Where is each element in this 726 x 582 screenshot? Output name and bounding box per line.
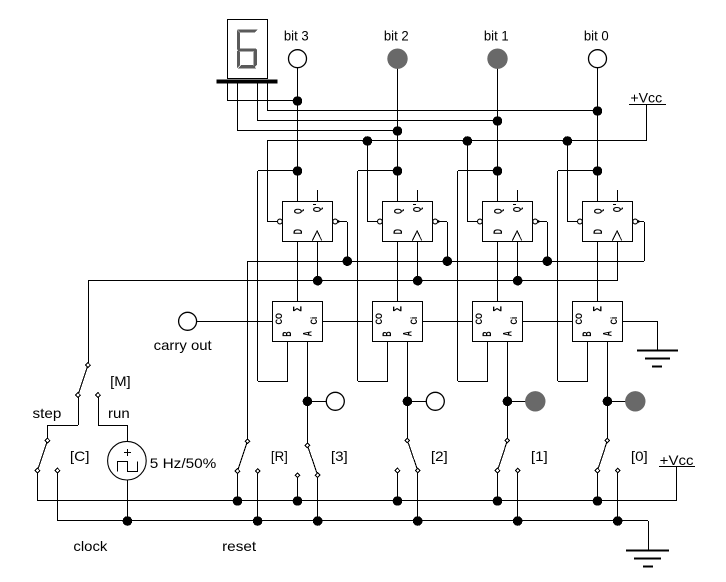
svg-text:[C]: [C] xyxy=(70,448,90,464)
svg-text:CO: CO xyxy=(274,313,285,325)
svg-text:Q: Q xyxy=(511,207,523,213)
svg-text:D: D xyxy=(592,229,605,234)
svg-text:B: B xyxy=(481,331,494,336)
svg-text:5 Hz/50%: 5 Hz/50% xyxy=(150,455,217,471)
svg-text:Ci: Ci xyxy=(508,317,519,325)
svg-text:Ci: Ci xyxy=(408,317,419,325)
svg-text:[1]: [1] xyxy=(531,448,548,464)
svg-text:CO: CO xyxy=(474,313,485,325)
svg-text:[R]: [R] xyxy=(271,448,288,464)
svg-text:D: D xyxy=(392,229,405,234)
svg-text:B: B xyxy=(281,331,294,336)
svg-text:B: B xyxy=(381,331,394,336)
svg-text:clock: clock xyxy=(73,538,108,554)
svg-text:[3]: [3] xyxy=(331,448,348,464)
svg-text:A: A xyxy=(602,331,615,336)
svg-text:carry out: carry out xyxy=(154,337,212,353)
svg-text:Q: Q xyxy=(292,208,304,214)
svg-text:[0]: [0] xyxy=(631,448,648,464)
svg-text:bit 0: bit 0 xyxy=(584,28,609,44)
svg-text:[2]: [2] xyxy=(431,448,448,464)
svg-text:+Vcc: +Vcc xyxy=(630,90,662,106)
svg-text:Ci: Ci xyxy=(608,317,619,325)
svg-text:bit 1: bit 1 xyxy=(484,28,509,44)
svg-text:Q: Q xyxy=(411,207,423,213)
svg-text:Σ: Σ xyxy=(293,306,305,312)
svg-text:A: A xyxy=(302,331,315,336)
svg-text:Σ: Σ xyxy=(593,306,605,312)
svg-text:[M]: [M] xyxy=(110,373,131,389)
svg-text:Σ: Σ xyxy=(493,306,505,312)
svg-text:Q: Q xyxy=(311,207,323,213)
svg-text:CO: CO xyxy=(574,313,585,325)
svg-text:A: A xyxy=(402,331,415,336)
svg-text:bit 2: bit 2 xyxy=(384,28,409,44)
svg-text:Q: Q xyxy=(492,208,504,214)
svg-text:Σ: Σ xyxy=(393,306,405,312)
svg-text:run: run xyxy=(108,405,130,421)
svg-text:CO: CO xyxy=(374,313,385,325)
svg-text:+Vcc: +Vcc xyxy=(660,452,694,468)
svg-text:Q: Q xyxy=(592,208,604,214)
svg-text:reset: reset xyxy=(222,538,256,554)
svg-text:D: D xyxy=(492,229,505,234)
svg-text:D: D xyxy=(292,229,305,234)
svg-text:Ci: Ci xyxy=(308,317,319,325)
svg-text:Q: Q xyxy=(611,207,623,213)
svg-text:bit 3: bit 3 xyxy=(284,28,309,44)
svg-text:Q: Q xyxy=(392,208,404,214)
svg-text:step: step xyxy=(33,405,62,421)
svg-text:B: B xyxy=(581,331,594,336)
svg-text:A: A xyxy=(502,331,515,336)
